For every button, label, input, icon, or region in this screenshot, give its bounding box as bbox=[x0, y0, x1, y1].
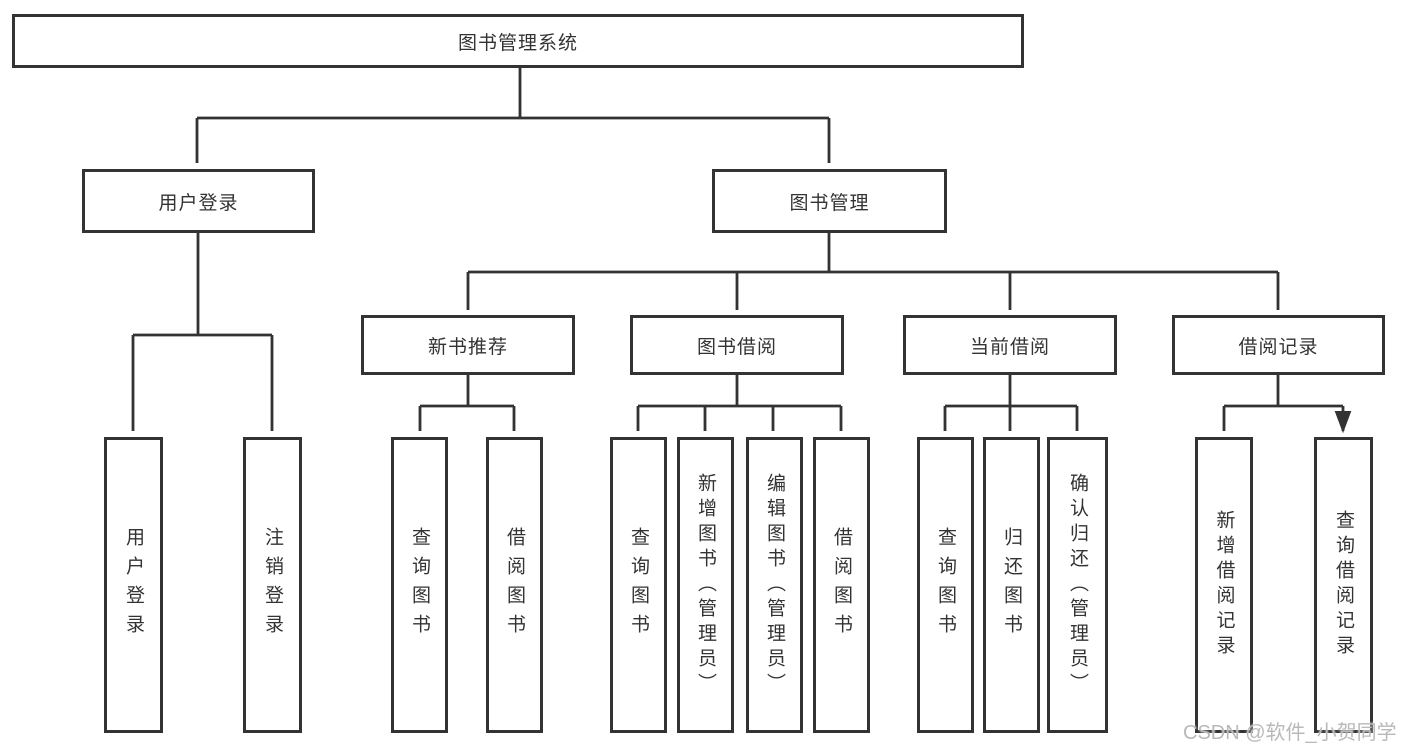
leaf-label: 注销登录 bbox=[262, 527, 283, 643]
leaf-label: 新增图书（管理员） bbox=[695, 472, 716, 698]
node-label: 图书管理 bbox=[789, 192, 870, 214]
leaf-label: 查询图书 bbox=[409, 527, 430, 643]
leaf-label: 归还图书 bbox=[1001, 527, 1022, 643]
node-label: 用户登录 bbox=[158, 192, 239, 214]
leaf-return-book: 归还图书 bbox=[983, 437, 1040, 733]
leaf-label: 用户登录 bbox=[123, 527, 144, 643]
leaf-current-query-book: 查询图书 bbox=[917, 437, 974, 733]
node-label: 图书借阅 bbox=[696, 336, 777, 358]
leaf-label: 查询借阅记录 bbox=[1333, 510, 1354, 660]
leaf-add-book-admin: 新增图书（管理员） bbox=[677, 437, 734, 733]
node-label: 新书推荐 bbox=[427, 336, 508, 358]
node-root-library-system: 图书管理系统 bbox=[12, 14, 1024, 68]
node-label: 借阅记录 bbox=[1238, 336, 1319, 358]
connector-arrows bbox=[131, 118, 1343, 431]
leaf-label: 确认归还（管理员） bbox=[1067, 472, 1088, 698]
leaf-label: 新增借阅记录 bbox=[1213, 510, 1235, 660]
node-book-management: 图书管理 bbox=[712, 169, 947, 233]
node-label: 当前借阅 bbox=[969, 336, 1050, 358]
node-label: 图书管理系统 bbox=[457, 32, 578, 54]
csdn-watermark: CSDN @软件_小贺同学 bbox=[1183, 722, 1397, 744]
leaf-recommend-borrow-book: 借阅图书 bbox=[486, 437, 543, 733]
leaf-borrowing-query-book: 查询图书 bbox=[610, 437, 667, 733]
leaf-borrowing-borrow-book: 借阅图书 bbox=[813, 437, 870, 733]
leaf-confirm-return-admin: 确认归还（管理员） bbox=[1047, 437, 1108, 733]
node-new-book-recommend: 新书推荐 bbox=[361, 315, 575, 375]
node-user-login: 用户登录 bbox=[82, 169, 315, 233]
leaf-label: 编辑图书（管理员） bbox=[764, 472, 785, 698]
leaf-add-borrow-record: 新增借阅记录 bbox=[1195, 437, 1253, 733]
leaf-query-borrow-record: 查询借阅记录 bbox=[1314, 437, 1373, 733]
leaf-recommend-query-book: 查询图书 bbox=[391, 437, 448, 733]
leaf-user-login: 用户登录 bbox=[104, 437, 163, 733]
leaf-label: 查询图书 bbox=[628, 527, 649, 643]
node-book-borrowing: 图书借阅 bbox=[630, 315, 844, 375]
leaf-edit-book-admin: 编辑图书（管理员） bbox=[746, 437, 803, 733]
leaf-logout: 注销登录 bbox=[243, 437, 302, 733]
leaf-label: 查询图书 bbox=[935, 527, 956, 643]
node-borrowing-records: 借阅记录 bbox=[1172, 315, 1385, 375]
leaf-label: 借阅图书 bbox=[831, 527, 852, 643]
node-current-borrowing: 当前借阅 bbox=[903, 315, 1117, 375]
leaf-label: 借阅图书 bbox=[504, 527, 525, 643]
